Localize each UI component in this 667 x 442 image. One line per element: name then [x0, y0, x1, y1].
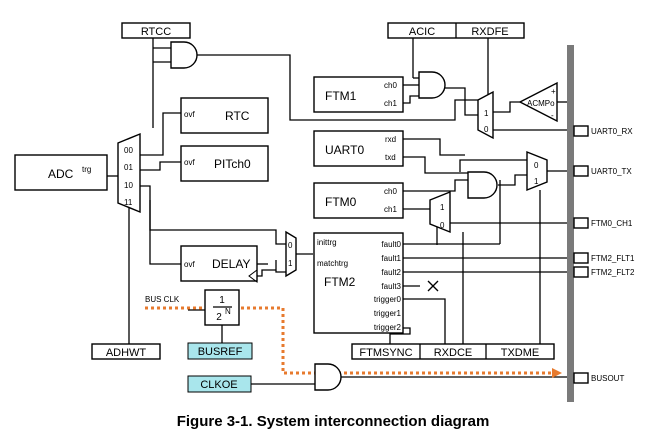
- svg-text:RTC: RTC: [225, 109, 250, 123]
- figure-caption: Figure 3-1. System interconnection diagr…: [177, 413, 490, 430]
- adc-block: ADC trg: [14, 154, 108, 191]
- svg-text:1: 1: [219, 295, 225, 306]
- svg-text:ch1: ch1: [384, 99, 397, 108]
- svg-text:trg: trg: [82, 165, 91, 174]
- svg-text:FTM2_FLT1: FTM2_FLT1: [591, 254, 635, 263]
- svg-text:FTM0: FTM0: [325, 195, 357, 209]
- bus-clock-arrowhead: [552, 368, 562, 378]
- ftm2-block: inittrg matchtrg FTM2 fault0 fault1 faul…: [313, 232, 404, 334]
- rtcc-label: RTCC: [141, 26, 171, 38]
- rtc-block: ovf RTC: [180, 97, 269, 134]
- svg-text:0: 0: [484, 125, 489, 134]
- svg-text:UART0_TX: UART0_TX: [591, 167, 632, 176]
- svg-text:BUSREF: BUSREF: [198, 346, 243, 358]
- clock-divider: 1 2 N: [204, 289, 240, 326]
- svg-text:DELAY: DELAY: [212, 257, 250, 271]
- acic-rxdfe-box: ACIC RXDFE: [387, 22, 525, 39]
- ftm2-trigger-mux: 0 1: [285, 230, 297, 278]
- svg-text:0: 0: [440, 221, 445, 230]
- svg-text:trigger0: trigger0: [374, 295, 402, 304]
- svg-text:10: 10: [124, 181, 133, 190]
- svg-text:fault0: fault0: [381, 240, 401, 249]
- adhwt-label-box: ADHWT: [91, 343, 161, 360]
- delay-block: ovf DELAY: [180, 245, 258, 283]
- svg-text:fault2: fault2: [381, 268, 401, 277]
- svg-text:11: 11: [124, 198, 133, 207]
- clkoe-label-box: CLKOE: [187, 375, 252, 393]
- svg-text:FTM2_FLT2: FTM2_FLT2: [591, 268, 635, 277]
- svg-text:2: 2: [216, 312, 222, 323]
- svg-text:matchtrg: matchtrg: [317, 259, 348, 268]
- svg-text:UART0: UART0: [325, 143, 364, 157]
- ftm1-block: FTM1 ch0 ch1: [313, 76, 404, 113]
- svg-text:rxd: rxd: [385, 135, 396, 144]
- bus-clock-path: [145, 306, 552, 375]
- svg-text:ADHWT: ADHWT: [106, 347, 147, 359]
- svg-text:RXDCE: RXDCE: [434, 347, 473, 359]
- rxdfe-label: RXDFE: [471, 26, 508, 38]
- svg-text:inittrg: inittrg: [317, 238, 337, 247]
- svg-text:PITch0: PITch0: [214, 157, 251, 171]
- svg-text:UART0_RX: UART0_RX: [591, 127, 633, 136]
- svg-text:1: 1: [440, 203, 445, 212]
- svg-text:00: 00: [124, 146, 133, 155]
- svg-text:trigger1: trigger1: [374, 309, 402, 318]
- acic-label: ACIC: [409, 26, 435, 38]
- pit-block: ovf PITch0: [180, 145, 269, 182]
- device-pin-bar: [567, 45, 574, 402]
- svg-text:trigger2: trigger2: [374, 323, 402, 332]
- uart0-block: UART0 rxd txd: [313, 130, 404, 167]
- svg-text:ADC: ADC: [48, 167, 74, 181]
- svg-text:txd: txd: [385, 153, 396, 162]
- acmp-input-mux: 1 0: [477, 90, 494, 140]
- svg-text:FTM2: FTM2: [324, 275, 356, 289]
- and-gate-clkoe: [314, 363, 342, 391]
- svg-text:ovf: ovf: [184, 260, 195, 269]
- and-gate-uart: [467, 171, 498, 199]
- svg-text:FTM1: FTM1: [325, 89, 357, 103]
- uart-tx-mux: 0 1: [526, 150, 548, 192]
- svg-text:FTMSYNC: FTMSYNC: [359, 347, 412, 359]
- svg-text:+: +: [551, 87, 556, 96]
- and-gate-rtc: [170, 41, 198, 69]
- ftm0-block: FTM0 ch0 ch1: [313, 182, 404, 219]
- and-gate-ftm1: [418, 71, 446, 99]
- svg-text:ACMPo: ACMPo: [527, 99, 555, 108]
- svg-text:0: 0: [534, 161, 539, 170]
- svg-text:fault1: fault1: [381, 254, 401, 263]
- svg-text:0: 0: [288, 241, 293, 250]
- ftm-uart-control-box: FTMSYNC RXDCE TXDME: [351, 343, 555, 360]
- rtcc-label-box: RTCC: [121, 22, 191, 39]
- svg-text:-: -: [551, 111, 554, 120]
- acmp-comparator: + - ACMPo: [518, 81, 558, 123]
- ftm0-ch1-mux: 1 0: [429, 190, 451, 234]
- svg-text:01: 01: [124, 163, 133, 172]
- svg-text:TXDME: TXDME: [501, 347, 540, 359]
- pin-list: UART0_RX UART0_TX FTM0_CH1 FTM2_FLT1 FTM…: [573, 125, 635, 384]
- svg-text:1: 1: [288, 259, 293, 268]
- busref-label-box: BUSREF: [187, 342, 253, 360]
- svg-text:1: 1: [484, 109, 489, 118]
- svg-text:FTM0_CH1: FTM0_CH1: [591, 219, 633, 228]
- svg-text:CLKOE: CLKOE: [200, 379, 237, 391]
- adc-trigger-mux: 00 01 10 11: [117, 132, 141, 214]
- svg-text:fault3: fault3: [381, 282, 401, 291]
- svg-text:ovf: ovf: [184, 110, 195, 119]
- svg-text:ovf: ovf: [184, 158, 195, 167]
- svg-text:N: N: [225, 307, 231, 316]
- svg-text:BUSOUT: BUSOUT: [591, 374, 624, 383]
- svg-text:ch1: ch1: [384, 205, 397, 214]
- svg-text:ch0: ch0: [384, 187, 397, 196]
- svg-text:ch0: ch0: [384, 81, 397, 90]
- svg-text:1: 1: [534, 177, 539, 186]
- bus-clk-label: BUS CLK: [145, 295, 180, 304]
